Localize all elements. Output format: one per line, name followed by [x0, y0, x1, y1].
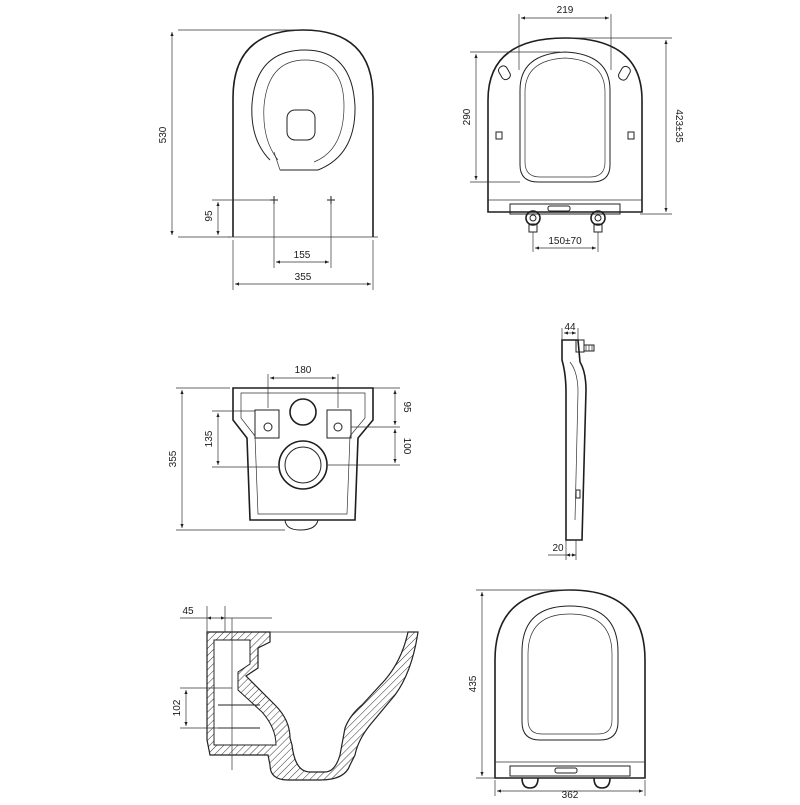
- seat-bumper-right: [627, 131, 635, 140]
- dim-top-bolt-offset: 95: [204, 210, 215, 222]
- outlet-outer: [278, 440, 328, 490]
- hinge-bar: [509, 203, 621, 215]
- outlet-inner: [284, 446, 322, 484]
- seat-slot-right: [618, 65, 631, 81]
- drain-hole: [286, 109, 316, 141]
- dim-rear-fixing-spacing: 180: [295, 365, 312, 376]
- seat-opening-outer: [519, 51, 611, 183]
- bowl-rim-outer: [251, 49, 356, 171]
- seat-opening-inner: [524, 57, 606, 178]
- dim-seat-bottom-depth: 435: [468, 675, 479, 692]
- section-inner-void: [213, 639, 277, 746]
- dim-rear-height: 355: [168, 450, 179, 467]
- bowl-outline: [232, 29, 374, 237]
- dim-seat-bottom-width: 362: [562, 790, 579, 800]
- dim-seat-side-bottom: 20: [552, 543, 564, 554]
- dim-seat-width: 219: [557, 5, 574, 16]
- bolt-left: [270, 196, 278, 204]
- dim-top-bolt-spacing: 155: [294, 250, 311, 261]
- water-inlet: [289, 398, 317, 426]
- dim-section-wall-offset: 45: [182, 606, 194, 617]
- seat-bottom-hinge-button: [554, 767, 578, 774]
- dim-top-height: 530: [158, 126, 169, 143]
- view-rear: 180 355 135 95 100: [168, 365, 412, 531]
- view-seat-side: 44 20: [548, 322, 595, 560]
- seat-bottom-hinge-left: [521, 777, 539, 789]
- rear-outline: [232, 387, 374, 521]
- seat-bottom-opening-inner: [527, 613, 613, 735]
- dim-seat-total: 423±35: [673, 109, 684, 143]
- hinge-button: [547, 205, 571, 212]
- seat-bumper-left: [495, 131, 503, 140]
- seat-bottom-hinge-bar: [509, 765, 631, 777]
- rear-outlet-spigot: [284, 519, 319, 531]
- view-seat-top: 219 290 423±35 150±70: [462, 5, 684, 252]
- seat-side-inner: [569, 361, 579, 521]
- dim-rear-fixing-top: 95: [401, 401, 412, 413]
- fixing-hole-left: [263, 422, 273, 432]
- fixing-hole-right: [333, 422, 343, 432]
- dim-section-outlet-height: 102: [172, 699, 183, 716]
- fixing-bracket-left: [254, 409, 280, 439]
- rim-cut: [273, 151, 281, 171]
- bowl-rim-inner: [263, 59, 345, 163]
- seat-bottom-hinge-right: [593, 777, 611, 789]
- seat-outline: [487, 37, 643, 213]
- dim-rear-fixing-vertical: 135: [204, 430, 215, 447]
- dim-top-width: 355: [295, 272, 312, 283]
- seat-side-bolt: [583, 344, 595, 352]
- dim-rear-outlet-height: 100: [401, 438, 412, 455]
- fixing-bracket-right: [326, 409, 352, 439]
- bolt-right: [327, 196, 335, 204]
- view-seat-bottom: 435 362: [468, 589, 646, 801]
- seat-bottom-outline: [494, 589, 646, 779]
- seat-side-hinge: [575, 339, 585, 353]
- seat-slot-left: [498, 65, 511, 81]
- seat-side-bumper: [575, 489, 581, 499]
- dim-seat-depth: 290: [462, 108, 473, 125]
- view-section: 45 102: [172, 606, 419, 781]
- view-top-bowl: 530 95 155 355: [158, 29, 378, 290]
- seat-side-profile: [561, 339, 587, 541]
- dim-hinge-spacing: 150±70: [548, 236, 582, 247]
- hinge-right: [590, 210, 606, 233]
- seat-bottom-opening-outer: [521, 605, 619, 741]
- rear-inner-outline: [240, 392, 366, 515]
- dim-seat-side-top: 44: [564, 322, 576, 333]
